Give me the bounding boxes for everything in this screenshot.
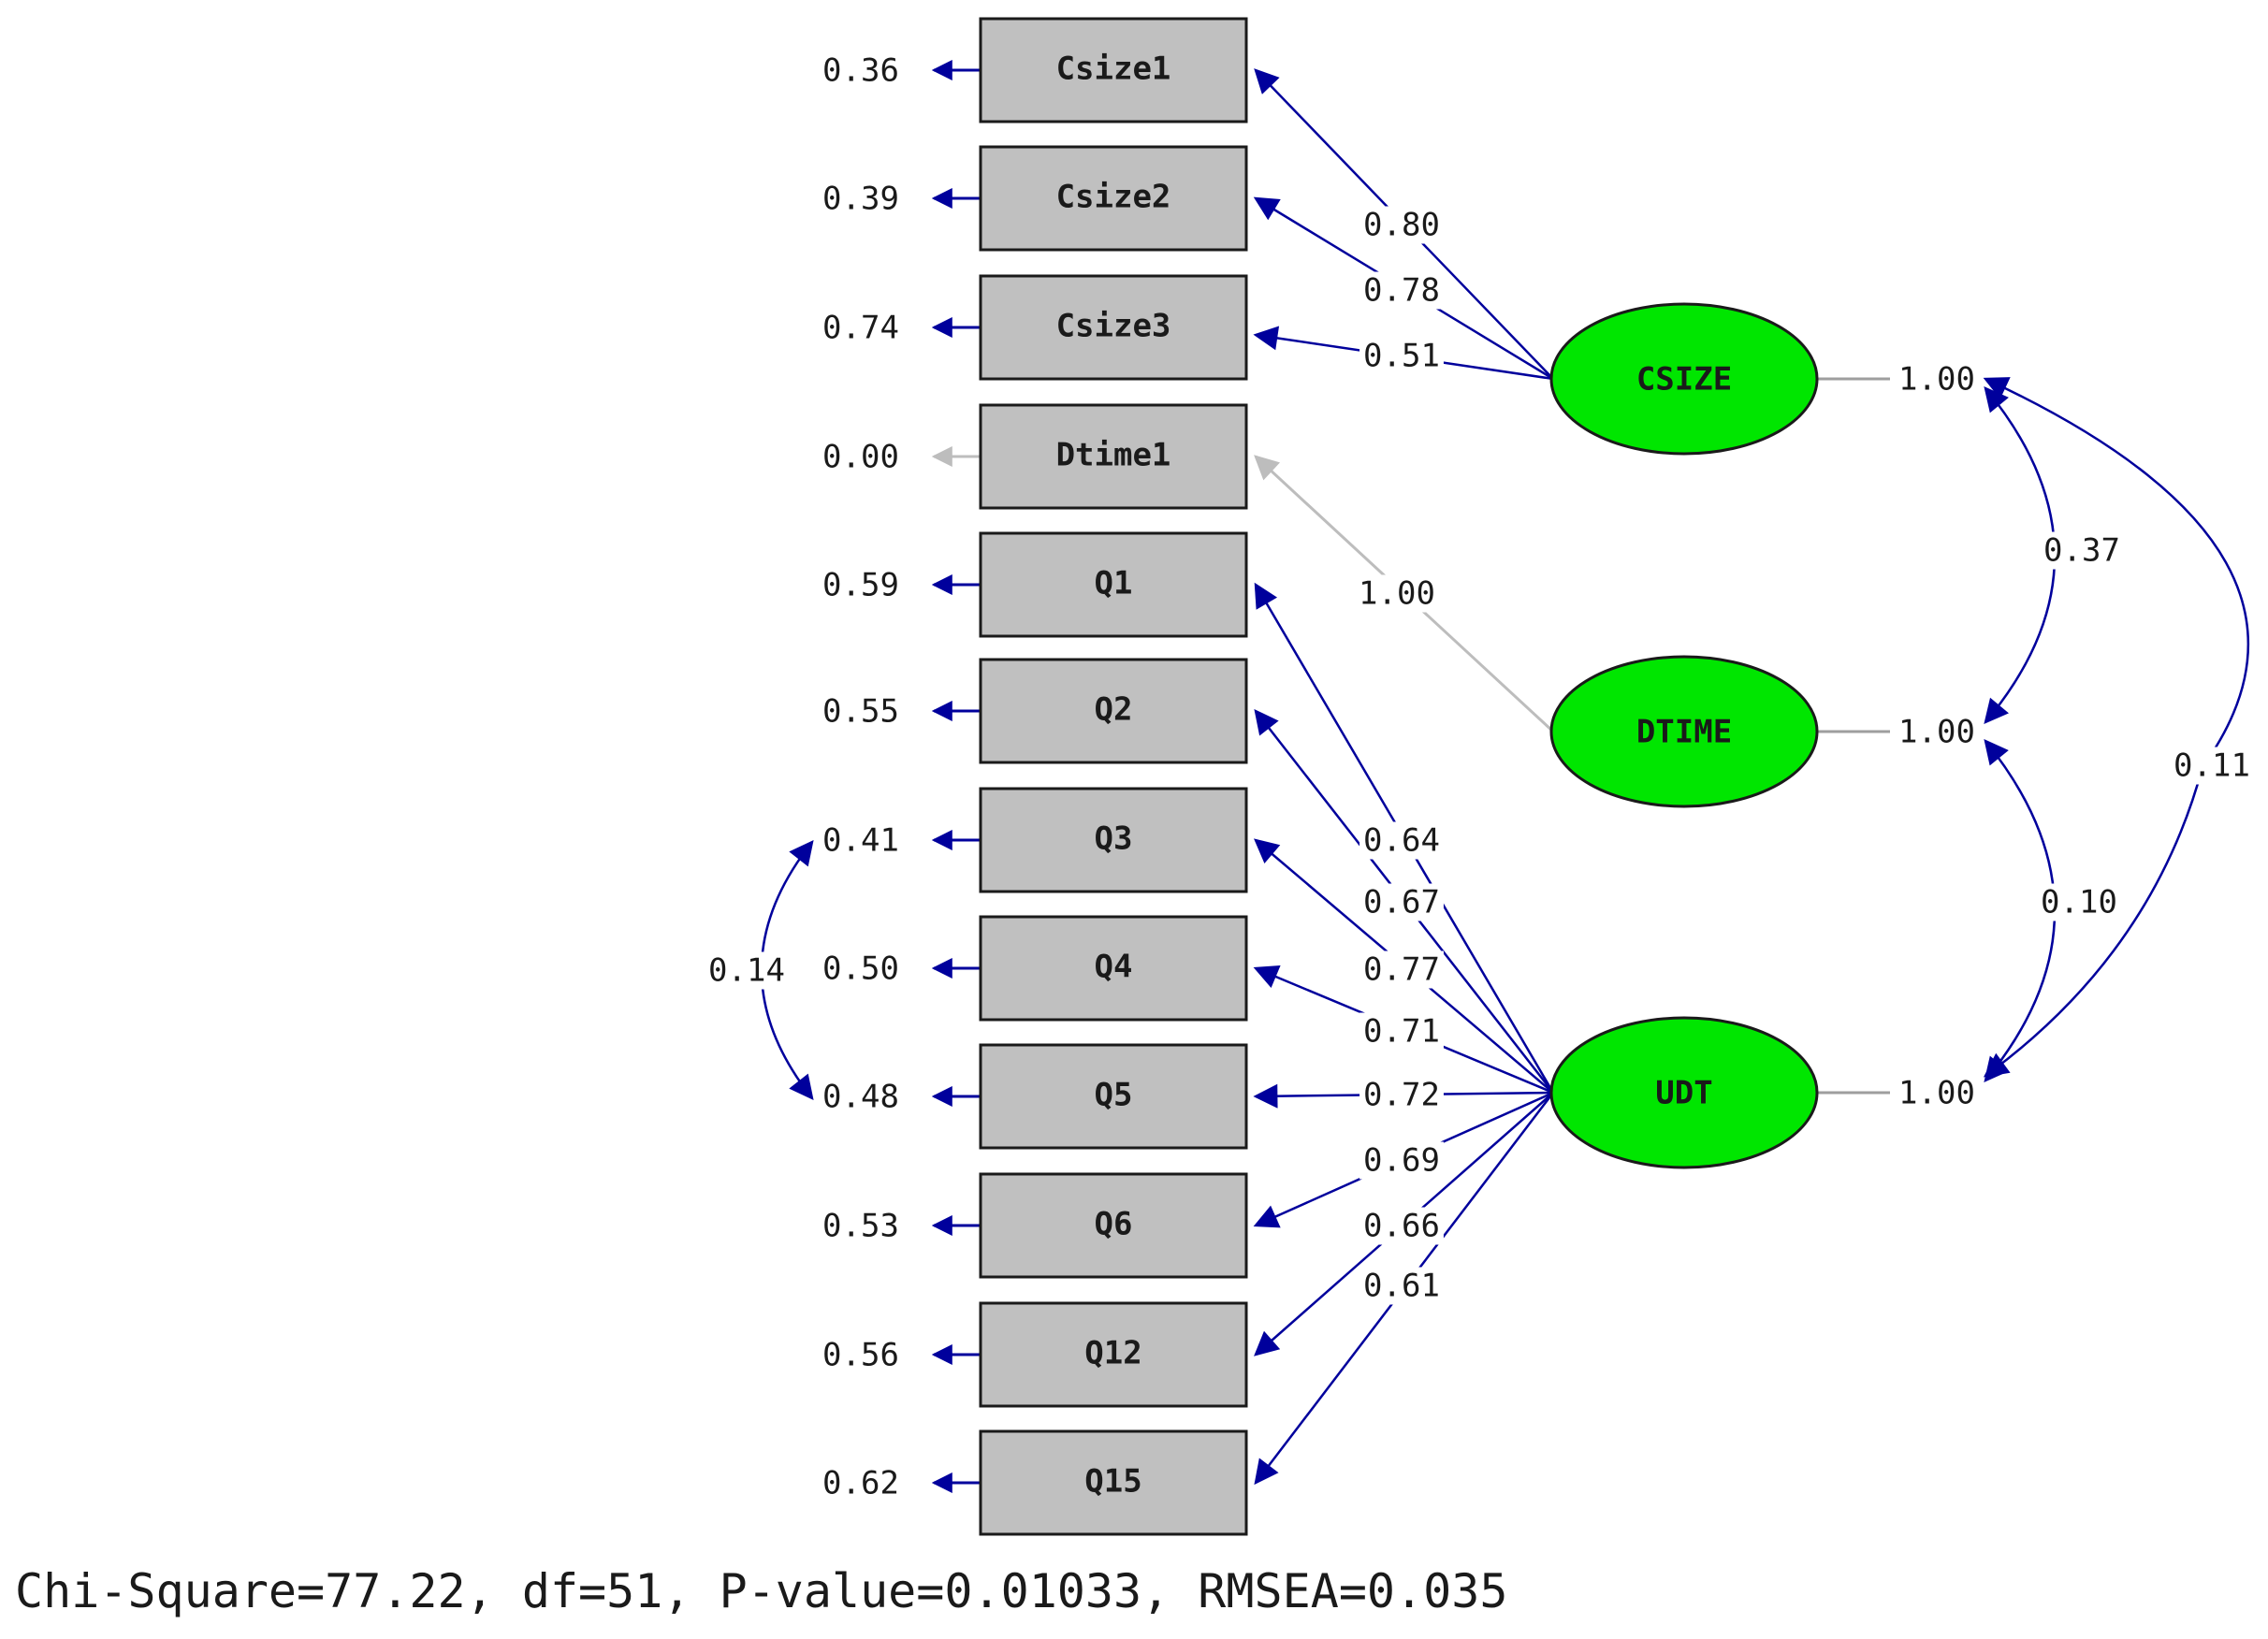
latent-variance-dtime: 1.00	[1898, 714, 1975, 751]
error-variance-csize1: 0.36	[822, 52, 899, 90]
observed-label-csize2: Csize2	[1056, 179, 1171, 216]
observed-label-q15: Q15	[1084, 1463, 1141, 1501]
label-background	[1359, 1076, 1444, 1114]
observed-label-dtime1: Dtime1	[1056, 437, 1171, 474]
label-background	[1359, 337, 1444, 375]
observed-label-csize1: Csize1	[1056, 51, 1171, 88]
covariance-value-csize-udt: 0.11	[2174, 747, 2250, 785]
latent-variance-csize: 1.00	[1898, 361, 1975, 399]
error-variance-csize2: 0.39	[822, 181, 899, 218]
fit-statistics: Chi-Square=77.22, df=51, P-value=0.01033…	[15, 1564, 1508, 1618]
latent-ellipse-udt	[1549, 1016, 1819, 1169]
label-background	[1359, 1141, 1444, 1180]
loading-value-q15: 0.61	[1363, 1268, 1440, 1305]
observed-label-csize3: Csize3	[1056, 308, 1171, 345]
loading-value-csize2: 0.78	[1363, 272, 1440, 310]
loading-value-q3: 0.77	[1363, 951, 1440, 989]
error-variance-q5: 0.48	[822, 1079, 899, 1116]
latent-ellipse-dtime	[1549, 655, 1819, 808]
label-background	[2037, 883, 2121, 921]
label-background	[2040, 531, 2124, 570]
observed-label-q12: Q12	[1084, 1335, 1141, 1372]
label-background	[1359, 271, 1444, 310]
label-background	[705, 951, 789, 990]
label-background	[1355, 574, 1439, 613]
observed-box-q4	[979, 915, 1248, 1022]
loading-value-q5: 0.72	[1363, 1077, 1440, 1114]
observed-box-q5	[979, 1043, 1248, 1150]
loading-value-q12: 0.66	[1363, 1208, 1440, 1245]
covariance-value-dtime-udt: 0.10	[2041, 884, 2117, 921]
latent-label-csize: CSIZE	[1636, 361, 1732, 399]
latent-label-udt: UDT	[1655, 1075, 1712, 1112]
observed-box-q1	[979, 531, 1248, 638]
observed-box-q2	[979, 658, 1248, 764]
error-variance-q4: 0.50	[822, 950, 899, 988]
observed-label-q6: Q6	[1095, 1206, 1133, 1243]
error-variance-q12: 0.56	[822, 1337, 899, 1374]
loading-value-dtime1: 1.00	[1359, 575, 1435, 613]
label-background	[1359, 206, 1444, 244]
error-variance-q1: 0.59	[822, 567, 899, 604]
observed-box-csize2	[979, 145, 1248, 252]
label-background	[1359, 1267, 1444, 1305]
error-variance-q3: 0.41	[822, 822, 899, 860]
label-background	[1359, 1012, 1444, 1051]
label-background	[2170, 747, 2254, 785]
loading-value-q6: 0.69	[1363, 1142, 1440, 1180]
covariance-curve-csize-udt	[1983, 377, 2250, 1078]
loading-value-csize3: 0.51	[1363, 338, 1440, 375]
observed-label-q3: Q3	[1095, 820, 1133, 858]
loading-value-csize1: 0.80	[1363, 207, 1440, 244]
error-covariance-value-q3-q5: 0.14	[708, 952, 785, 990]
latent-ellipse-csize	[1549, 302, 1819, 456]
error-variance-dtime1: 0.00	[822, 439, 899, 476]
observed-box-csize1	[979, 17, 1248, 123]
observed-label-q1: Q1	[1095, 565, 1133, 602]
error-variance-q2: 0.55	[822, 693, 899, 731]
latent-label-dtime: DTIME	[1636, 714, 1732, 751]
error-variance-q15: 0.62	[822, 1465, 899, 1502]
observed-label-q5: Q5	[1095, 1077, 1133, 1114]
label-background	[1359, 950, 1444, 989]
error-variance-csize3: 0.74	[822, 310, 899, 347]
observed-box-q3	[979, 787, 1248, 893]
observed-box-q12	[979, 1301, 1248, 1408]
observed-label-q4: Q4	[1095, 949, 1133, 986]
observed-box-dtime1	[979, 403, 1248, 510]
observed-box-q15	[979, 1429, 1248, 1536]
observed-label-q2: Q2	[1095, 691, 1133, 729]
latent-variance-udt: 1.00	[1898, 1075, 1975, 1112]
covariance-value-csize-dtime: 0.37	[2043, 532, 2120, 570]
loading-value-q1: 0.64	[1363, 822, 1440, 860]
loading-value-q4: 0.71	[1363, 1013, 1440, 1051]
observed-box-q6	[979, 1172, 1248, 1279]
label-background	[1359, 821, 1444, 860]
error-variance-q6: 0.53	[822, 1208, 899, 1245]
loading-value-q2: 0.67	[1363, 884, 1440, 921]
label-background	[1359, 883, 1444, 921]
label-background	[1359, 1207, 1444, 1245]
observed-box-csize3	[979, 274, 1248, 381]
